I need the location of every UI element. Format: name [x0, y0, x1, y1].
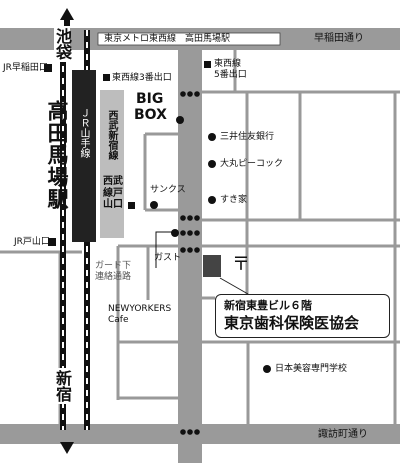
guard-underpass-label-line1: ガード下: [95, 261, 132, 271]
arrow-down-icon: [60, 442, 74, 454]
post-office-symbol: 〒: [232, 254, 250, 275]
jr-yamanote-label: ＪＲ山手線: [78, 108, 89, 158]
takadanobaba-station-label: 高田馬場駅: [45, 100, 69, 210]
north-direction-label: 池袋: [53, 26, 72, 62]
tozai-line-banner: 東京メトロ東西線 高田馬場駅: [104, 34, 231, 44]
jr-wasedaguchi-marker: [44, 64, 52, 72]
daimaru-peacock-label: 大丸ピーコック: [220, 159, 284, 169]
gusto-marker: [171, 229, 179, 237]
exit3-marker: [103, 74, 110, 81]
seibu-line: [100, 90, 124, 238]
destination-building: [203, 255, 221, 277]
callout-leader: [219, 277, 249, 295]
tozai-exit3-label: 東西線3番出口: [112, 73, 172, 83]
jr-toyamaguchi-label: JR戸山口: [14, 237, 50, 247]
sukiya-marker: [208, 196, 216, 204]
tozai-exit5-label-line1: 東西線: [214, 59, 242, 69]
tozai-exit5-label-line2: 5番出口: [214, 70, 247, 80]
sunkus-label: サンクス: [150, 185, 186, 195]
newyorkers-label-line1: NEWYORKERS: [108, 304, 172, 314]
daimaru-marker: [208, 160, 216, 168]
seibu-toyamaguchi-label: 西武線戸山口: [103, 176, 123, 210]
gusto-label: ガスト: [154, 253, 182, 263]
exit5-marker: [204, 61, 211, 68]
mitsui-marker: [208, 133, 216, 141]
walking-route: [155, 231, 178, 268]
jr-station-building: [72, 70, 96, 242]
bigbox-label-line1: BIG: [136, 91, 164, 107]
waseda-dori-label: 早稲田通り: [314, 33, 364, 44]
nihon-biyo-label: 日本美容専門学校: [275, 364, 348, 374]
mitsui-sumitomo-label: 三井住友銀行: [220, 132, 275, 142]
bigbox-label-line2: BOX: [134, 107, 167, 123]
arrow-up-icon: [60, 8, 74, 20]
main-avenue: [178, 50, 202, 463]
newyorkers-label-line2: Cafe: [108, 315, 129, 325]
jr-toyamaguchi-marker: [48, 238, 56, 246]
destination-building-label: 新宿東豊ビル６階: [224, 299, 312, 312]
suwacho-dori-label: 諏訪町通り: [318, 429, 368, 440]
guard-underpass-label-line2: 連絡通路: [95, 272, 132, 282]
jr-track-left: [60, 30, 66, 430]
jr-wasedaguchi-label: JR早稲田口: [3, 63, 48, 73]
south-direction-label: 新宿: [53, 368, 72, 404]
nihon-biyo-marker: [263, 365, 271, 373]
sunkus-marker: [150, 201, 158, 209]
seibu-toyamaguchi-marker: [128, 202, 135, 209]
bigbox-marker: [176, 116, 184, 124]
crossing-dots: [180, 91, 200, 435]
north-bar: [64, 20, 70, 30]
sukiya-label: すき家: [220, 195, 248, 205]
destination-name-label: 東京歯科保険医協会: [224, 314, 360, 332]
tozai-line-banner-box: [97, 32, 281, 46]
seibu-shinjuku-line-label: 西武新宿線: [106, 110, 117, 160]
destination-callout: 新宿東豊ビル６階 東京歯科保険医協会: [215, 294, 390, 338]
